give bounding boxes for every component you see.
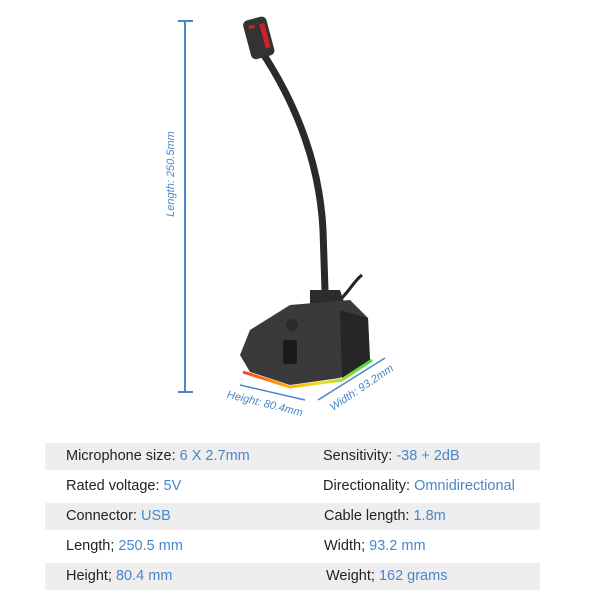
width-dimension-line xyxy=(317,357,386,401)
length-label: Length: 250.5mm xyxy=(164,131,177,217)
spec-label: Rated voltage: xyxy=(66,478,164,494)
spec-label: Sensitivity: xyxy=(323,448,397,464)
spec-label: Weight; xyxy=(326,568,379,584)
spec-value: -38 + 2dB xyxy=(396,448,460,464)
spec-label: Length; xyxy=(66,538,119,554)
spec-label: Connector: xyxy=(66,508,141,524)
microphone-illustration xyxy=(240,16,373,389)
product-image xyxy=(178,16,386,401)
spec-value: 80.4 mm xyxy=(115,568,173,584)
spec-label: Height; xyxy=(66,568,116,584)
spec-value: 250.5 mm xyxy=(118,538,183,554)
spec-row: Microphone size: 6 X 2.7mm Sensitivity: … xyxy=(45,443,540,470)
length-dimension-line xyxy=(178,20,193,393)
spec-value: 5V xyxy=(163,478,182,494)
spec-value: 6 X 2.7mm xyxy=(179,448,250,464)
spec-value: Omnidirectional xyxy=(414,478,515,494)
spec-row: Rated voltage: 5V Directionality: Omnidi… xyxy=(45,473,540,500)
spec-value: 93.2 mm xyxy=(369,538,426,554)
spec-label: Width; xyxy=(324,538,370,554)
spec-row: Height; 80.4 mm Weight; 162 grams xyxy=(45,563,540,590)
spec-value: USB xyxy=(140,508,171,524)
spec-row: Length; 250.5 mm Width; 93.2 mm xyxy=(45,533,540,560)
height-dimension-line xyxy=(239,384,306,401)
spec-value: 162 grams xyxy=(378,568,448,584)
spec-row: Connector: USB Cable length: 1.8m xyxy=(45,503,540,530)
spec-label: Microphone size: xyxy=(66,448,180,464)
spec-label: Cable length: xyxy=(324,508,414,524)
spec-value: 1.8m xyxy=(413,508,446,524)
spec-label: Directionality: xyxy=(323,478,415,494)
